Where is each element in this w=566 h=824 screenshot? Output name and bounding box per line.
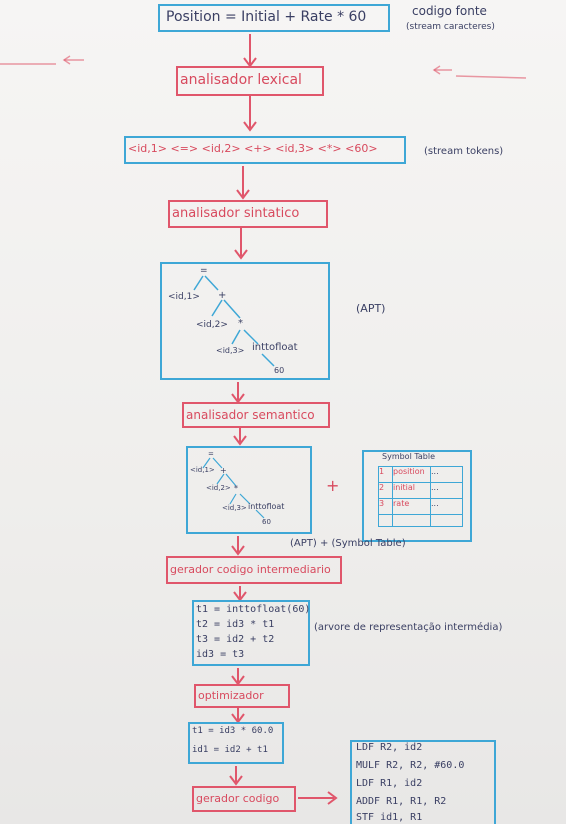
source-code-box xyxy=(158,4,390,32)
lexical-label: analisador lexical xyxy=(180,72,302,88)
syntactic-label: analisador sintatico xyxy=(172,206,300,221)
symbol-empty-cell xyxy=(393,515,431,527)
source-expression: Position = Initial + Rate * 60 xyxy=(166,9,367,25)
sem-star: * xyxy=(234,484,238,493)
source-label: codigo fonte xyxy=(412,4,487,18)
optimizer-box xyxy=(194,684,290,708)
symbol-extra-2: ... xyxy=(431,483,463,499)
ic-line-2: t2 = id3 * t1 xyxy=(196,619,275,630)
opt-line-1: t1 = id3 * 60.0 xyxy=(192,726,274,736)
source-note: (stream caracteres) xyxy=(406,22,495,32)
apt-id1: <id,1> xyxy=(168,292,200,302)
ic-line-1: t1 = inttofloat(60) xyxy=(196,604,311,615)
symbol-index-3: 3 xyxy=(379,499,393,515)
sem-conv: inttofloat xyxy=(248,502,285,511)
semantic-tree-box xyxy=(186,446,312,534)
target-code-box xyxy=(350,740,496,824)
sem-id1: <id,1> xyxy=(190,466,215,474)
apt-note: (APT) xyxy=(356,302,386,315)
code-generator-box xyxy=(192,786,296,812)
arrowhead-4 xyxy=(234,249,248,260)
ic-line-3: t3 = id2 + t2 xyxy=(196,634,275,645)
symbol-name-2: initial xyxy=(393,483,431,499)
token-stream-box xyxy=(124,136,406,164)
symbol-extra-3: ... xyxy=(431,499,463,515)
symbol-index-2: 2 xyxy=(379,483,393,499)
sem-num: 60 xyxy=(262,518,271,526)
symbol-empty-cell xyxy=(431,515,463,527)
sem-root: = xyxy=(208,450,214,458)
apt-root: = xyxy=(200,266,208,276)
token-stream: <id,1> <=> <id,2> <+> <id,3> <*> <60> xyxy=(128,142,378,155)
sem-plus: + xyxy=(220,466,227,475)
optimized-code-box xyxy=(188,722,284,764)
symbol-empty-cell xyxy=(379,515,393,527)
intermediate-label: gerador codigo intermediario xyxy=(170,563,331,576)
symbol-extra-1: ... xyxy=(431,467,463,483)
asm-line-3: LDF R1, id2 xyxy=(356,778,423,789)
syntactic-analyzer-box xyxy=(168,200,328,228)
asm-line-5: STF id1, R1 xyxy=(356,812,423,823)
token-note: (stream tokens) xyxy=(424,146,504,157)
asm-line-2: MULF R2, R2, #60.0 xyxy=(356,760,465,771)
sem-id3: <id,3> xyxy=(222,504,247,512)
arrowhead-2 xyxy=(243,121,257,132)
arrowhead-7 xyxy=(231,545,245,556)
plus-sign: + xyxy=(326,476,340,495)
syntax-tree-box xyxy=(160,262,330,380)
sem-id2: <id,2> xyxy=(206,484,231,492)
optimizer-label: optimizador xyxy=(198,689,264,702)
apt-conv: inttofloat xyxy=(252,342,298,353)
apt-id2: <id,2> xyxy=(196,320,228,330)
code-generator-label: gerador codigo xyxy=(196,792,280,805)
semantic-analyzer-box xyxy=(182,402,330,428)
symbol-table-title: Symbol Table xyxy=(382,452,436,461)
ic-line-4: id3 = t3 xyxy=(196,649,245,660)
arrowhead-11 xyxy=(229,775,243,786)
arrowhead-6 xyxy=(233,435,247,446)
apt-id3: <id,3> xyxy=(216,346,245,355)
symbol-index-1: 1 xyxy=(379,467,393,483)
symbol-table-grid: 1 position ... 2 initial ... 3 rate ... xyxy=(378,466,463,527)
intermediate-generator-box xyxy=(166,556,342,584)
symbol-table-box xyxy=(362,450,472,542)
lexical-analyzer-box xyxy=(176,66,324,96)
opt-line-2: id1 = id2 + t1 xyxy=(192,745,268,755)
semantic-label: analisador semantico xyxy=(186,408,315,422)
semantic-note: (APT) + (Symbol Table) xyxy=(290,538,406,549)
apt-plus: + xyxy=(218,290,227,301)
asm-line-1: LDF R2, id2 xyxy=(356,742,423,753)
arrowhead-12 xyxy=(327,791,338,805)
intermediate-note: (arvore de representação intermédia) xyxy=(314,622,503,633)
asm-line-4: ADDF R1, R1, R2 xyxy=(356,796,447,807)
symbol-name-1: position xyxy=(393,467,431,483)
apt-num: 60 xyxy=(274,366,285,375)
arrowhead-3 xyxy=(236,189,250,200)
apt-star: * xyxy=(238,318,243,329)
symbol-name-3: rate xyxy=(393,499,431,515)
intermediate-code-box xyxy=(192,600,310,666)
